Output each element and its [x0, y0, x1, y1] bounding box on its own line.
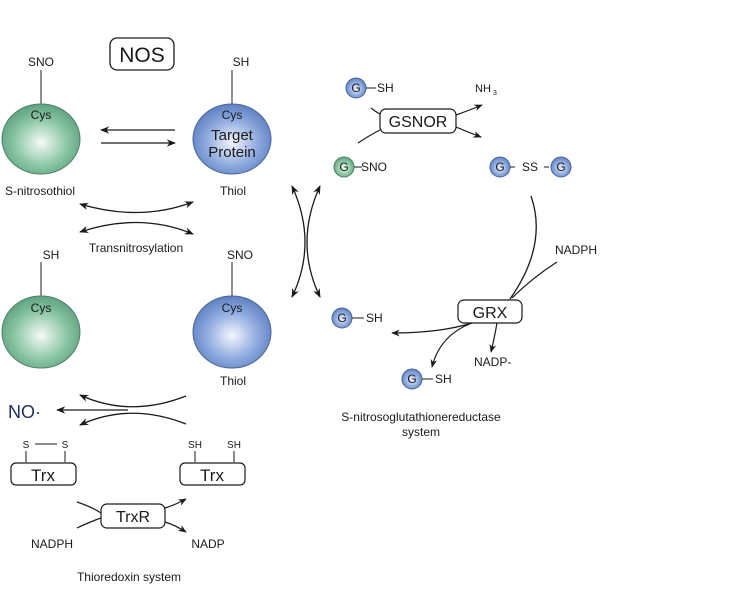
caption: Thiol: [220, 374, 246, 388]
gsno: G SNO: [333, 156, 387, 178]
nos-box: NOS: [109, 37, 175, 71]
trx-label: Trx: [200, 466, 224, 485]
group-label: SNO: [361, 160, 387, 174]
group-label: SNO: [227, 248, 253, 262]
green-protein-sphere: [1, 295, 81, 369]
gsnor-caption-line1: S-nitrosoglutathionereductase: [341, 410, 501, 424]
caption: S-nitrosothiol: [5, 184, 75, 198]
group-label: SH: [233, 55, 250, 69]
blue-protein-sphere: [192, 295, 272, 369]
transnitrosylation-arrows: Transnitrosylation: [79, 201, 194, 255]
nos-label: NOS: [119, 44, 165, 67]
residue-label: Cys: [31, 108, 52, 122]
protein-target-thiol: SH Cys Target Protein Thiol: [192, 55, 272, 198]
caption: Thiol: [220, 184, 246, 198]
group-label: SH: [43, 248, 60, 262]
group-label: SH: [366, 311, 383, 325]
sulfur-2: S: [62, 440, 69, 451]
protein-mid-right: SNO Cys Thiol: [192, 248, 272, 388]
equilibrium-arrows: [100, 126, 176, 147]
gsnor-label: GSNOR: [389, 114, 448, 131]
trxr-reaction: TrxR NADPH NADP Thioredoxin system: [31, 498, 225, 584]
g-label: G: [351, 81, 360, 95]
group-label: SH: [377, 81, 394, 95]
nh3-main: NH: [475, 83, 491, 95]
vertical-crossing-arrows: [291, 185, 321, 298]
gsh-top: G SH: [345, 77, 394, 99]
transnitrosylation-label: Transnitrosylation: [89, 241, 183, 255]
g2-label: G: [556, 160, 565, 174]
gsh-bottom: G SH: [401, 368, 452, 390]
no-release: NO·: [8, 394, 187, 426]
grx-enzyme-box: [457, 299, 523, 324]
group-label: SNO: [28, 55, 54, 69]
no-radical-label: NO·: [8, 402, 41, 422]
residue-label: Cys: [31, 301, 52, 315]
trx-reduced: SH SH Trx: [179, 440, 246, 486]
thiol-1: SH: [188, 440, 202, 451]
gsnor-caption-line2: system: [402, 425, 440, 439]
trx-label: Trx: [31, 466, 55, 485]
thiol-2: SH: [227, 440, 241, 451]
nadph-label: NADPH: [555, 243, 597, 257]
nadp-label: NADP-: [474, 355, 511, 369]
residue-label: Cys: [222, 301, 243, 315]
residue-label: Cys: [222, 108, 243, 122]
g1-label: G: [495, 160, 504, 174]
sulfur-1: S: [23, 440, 30, 451]
protein-name-line2: Protein: [208, 144, 256, 161]
gssg: G SS G: [489, 156, 572, 178]
disulfide-label: SS: [522, 160, 538, 174]
group-label: SH: [435, 372, 452, 386]
protein-mid-left: SH Cys: [1, 248, 81, 369]
nh3-label: NH 3: [475, 83, 497, 97]
blue-protein-sphere: [192, 103, 272, 175]
trxr-label: TrxR: [116, 509, 150, 526]
grx-label: GRX: [473, 305, 508, 322]
g-label: G: [407, 372, 416, 386]
protein-snitrosothiol: SNO Cys S-nitrosothiol: [1, 55, 81, 198]
gsh-left: G SH: [331, 307, 383, 329]
g-label: G: [337, 311, 346, 325]
nh3-subscript: 3: [493, 90, 497, 97]
trx-oxidized: S S Trx: [10, 440, 77, 486]
green-protein-sphere: [1, 103, 81, 175]
gsnor-enzyme-box: [379, 108, 457, 134]
nadp-label: NADP: [191, 537, 224, 551]
thioredoxin-caption: Thioredoxin system: [77, 570, 181, 584]
g-label: G: [339, 160, 348, 174]
nadph-label: NADPH: [31, 537, 73, 551]
gsnor-system: G SH NH 3 GSNOR G SNO G SS: [331, 77, 597, 439]
protein-name-line1: Target: [211, 127, 254, 144]
